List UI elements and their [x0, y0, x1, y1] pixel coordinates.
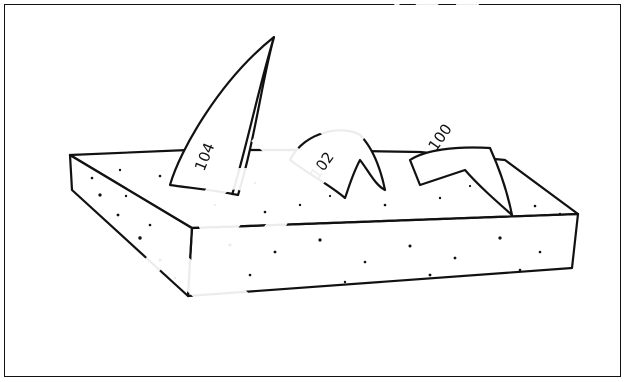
blade-100	[410, 148, 512, 216]
watermark-text: депозит	[57, 0, 626, 382]
